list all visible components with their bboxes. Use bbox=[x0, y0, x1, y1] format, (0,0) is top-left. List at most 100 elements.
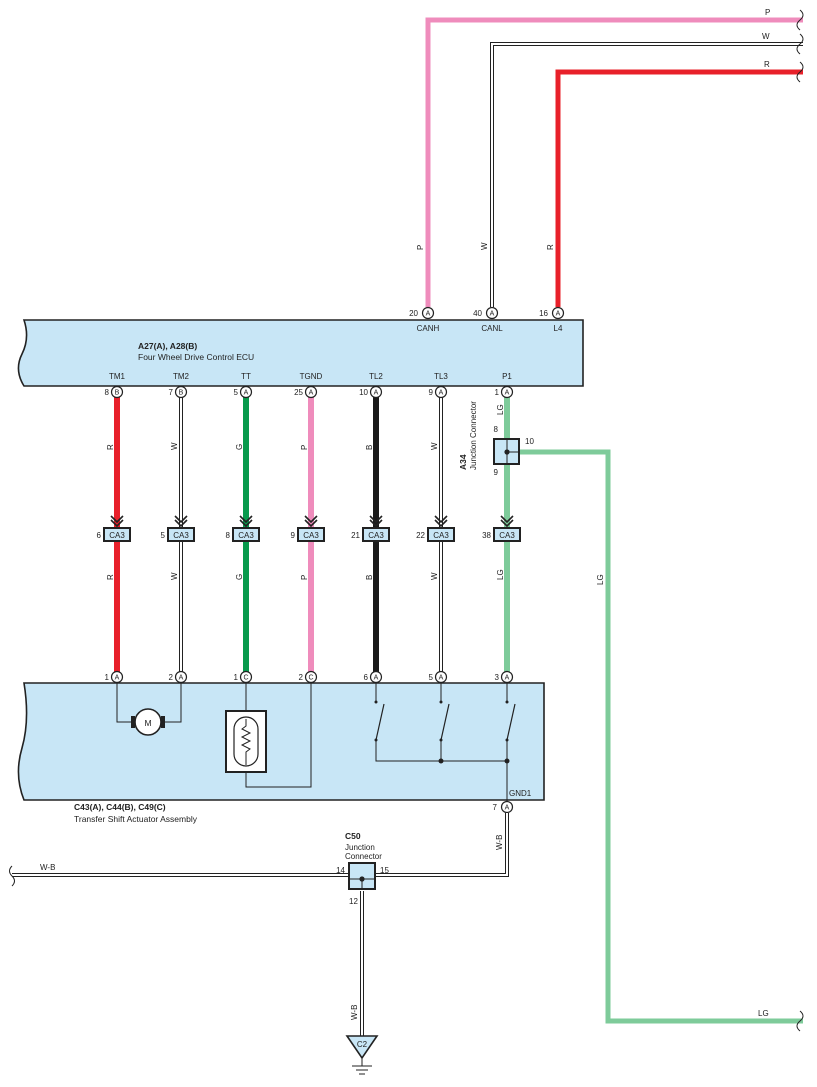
svg-text:A: A bbox=[505, 805, 510, 812]
svg-text:TM1: TM1 bbox=[109, 372, 126, 381]
ca3-connector bbox=[103, 527, 131, 542]
a34-pin-side: 10 bbox=[525, 437, 534, 446]
wire-color-label: W bbox=[430, 442, 439, 450]
svg-text:A: A bbox=[439, 390, 444, 397]
svg-text:W-B: W-B bbox=[350, 1005, 359, 1020]
position-switches bbox=[374, 682, 516, 805]
wire-color-label: LG bbox=[496, 404, 505, 415]
svg-text:L4: L4 bbox=[554, 324, 563, 333]
left-wire-label: W-B bbox=[40, 863, 55, 872]
svg-text:5: 5 bbox=[429, 673, 434, 682]
ecu-title: A27(A), A28(B) bbox=[138, 341, 197, 351]
motor-label: M bbox=[144, 718, 151, 728]
connector-chevron bbox=[239, 515, 253, 528]
svg-text:A: A bbox=[115, 675, 120, 682]
top-wire-w: W W bbox=[480, 32, 803, 307]
svg-text:TGND: TGND bbox=[300, 372, 323, 381]
ca3-label: CA3 bbox=[109, 531, 125, 540]
ca3-label: CA3 bbox=[433, 531, 449, 540]
svg-text:Connector: Connector bbox=[345, 852, 382, 861]
svg-text:CANL: CANL bbox=[481, 324, 503, 333]
ecu-top-pin-l4: A 16 L4 bbox=[539, 306, 565, 333]
svg-text:Junction: Junction bbox=[345, 843, 375, 852]
wire-color-label: R bbox=[106, 574, 115, 580]
svg-text:2: 2 bbox=[169, 673, 174, 682]
a34-junction-connector: 8 9 10 A34 Junction Connector LG LG bbox=[458, 401, 804, 1032]
svg-text:9: 9 bbox=[429, 388, 434, 397]
top-wire-w-side-label: W bbox=[480, 242, 489, 250]
svg-text:B: B bbox=[179, 390, 184, 397]
ground-c2: C2 bbox=[345, 1035, 379, 1075]
actuator-subtitle: Transfer Shift Actuator Assembly bbox=[74, 814, 198, 824]
svg-text:3: 3 bbox=[495, 673, 500, 682]
ecu-top-pin-canl: A 40 CANL bbox=[473, 306, 503, 333]
top-wire-p-side-label: P bbox=[416, 245, 425, 250]
connector-chevron bbox=[369, 515, 383, 528]
a34-pin-in: 8 bbox=[494, 425, 499, 434]
top-wire-w-label: W bbox=[762, 32, 770, 41]
svg-text:A: A bbox=[505, 675, 510, 682]
ca3-label: CA3 bbox=[303, 531, 319, 540]
ca3-pin-number: 38 bbox=[482, 531, 491, 540]
c50-pin-right: 15 bbox=[380, 866, 389, 875]
svg-text:1: 1 bbox=[495, 388, 500, 397]
ca3-label: CA3 bbox=[173, 531, 189, 540]
svg-text:A: A bbox=[426, 311, 431, 318]
svg-text:B: B bbox=[115, 390, 120, 397]
ecu-subtitle: Four Wheel Drive Control ECU bbox=[138, 352, 254, 362]
svg-text:A: A bbox=[439, 675, 444, 682]
connector-chevron bbox=[110, 515, 124, 528]
c50-id: C50 bbox=[345, 831, 361, 841]
ground-wires-w-b: W-B W-B W-B bbox=[9, 813, 509, 1036]
svg-text:GND1: GND1 bbox=[509, 789, 532, 798]
svg-text:40: 40 bbox=[473, 309, 482, 318]
harness-wires: RRCA36TM1B8A1TM1WWCA35TM2B7A2TM2GGCA38TT… bbox=[97, 372, 527, 697]
svg-text:2: 2 bbox=[299, 673, 304, 682]
wire-color-label: W bbox=[430, 572, 439, 580]
svg-text:1: 1 bbox=[234, 673, 239, 682]
actuator-pin-gnd1: GND1 A 7 bbox=[493, 789, 532, 814]
thermistor-symbol bbox=[225, 682, 312, 788]
top-wire-r-label: R bbox=[764, 60, 770, 69]
ecu-top-pin-canh: A 20 CANH bbox=[409, 306, 440, 333]
svg-text:20: 20 bbox=[409, 309, 418, 318]
ca3-label: CA3 bbox=[368, 531, 384, 540]
motor-symbol: M bbox=[116, 682, 182, 736]
lg-right-label: LG bbox=[758, 1009, 769, 1018]
ca3-connector bbox=[493, 527, 521, 542]
a34-pin-out: 9 bbox=[494, 468, 499, 477]
svg-text:6: 6 bbox=[364, 673, 369, 682]
wire-color-label: W bbox=[170, 572, 179, 580]
top-wire-p-label: P bbox=[765, 8, 770, 17]
svg-text:A: A bbox=[505, 390, 510, 397]
svg-text:25: 25 bbox=[294, 388, 303, 397]
svg-text:A: A bbox=[179, 675, 184, 682]
ca3-connector bbox=[297, 527, 325, 542]
harness-wire-7: LGLGLGCA338 bbox=[482, 392, 521, 677]
ca3-label: CA3 bbox=[499, 531, 515, 540]
ca3-pin-number: 8 bbox=[226, 531, 231, 540]
svg-text:10: 10 bbox=[359, 388, 368, 397]
actuator-box: C43(A), C44(B), C49(C) Transfer Shift Ac… bbox=[17, 682, 545, 824]
ca3-connector bbox=[427, 527, 455, 542]
connector-chevron bbox=[500, 515, 514, 528]
wire-color-label: LG bbox=[496, 569, 505, 580]
connector-chevron bbox=[174, 515, 188, 528]
ca3-pin-number: 6 bbox=[97, 531, 102, 540]
a34-name: Junction Connector bbox=[469, 401, 478, 470]
a34-side-wire-label: LG bbox=[596, 574, 605, 585]
top-wire-p: P P bbox=[416, 8, 803, 307]
svg-text:1: 1 bbox=[105, 673, 110, 682]
svg-text:TT: TT bbox=[241, 372, 251, 381]
svg-text:W-B: W-B bbox=[495, 835, 504, 850]
ca3-connector bbox=[167, 527, 195, 542]
svg-text:A: A bbox=[374, 390, 379, 397]
